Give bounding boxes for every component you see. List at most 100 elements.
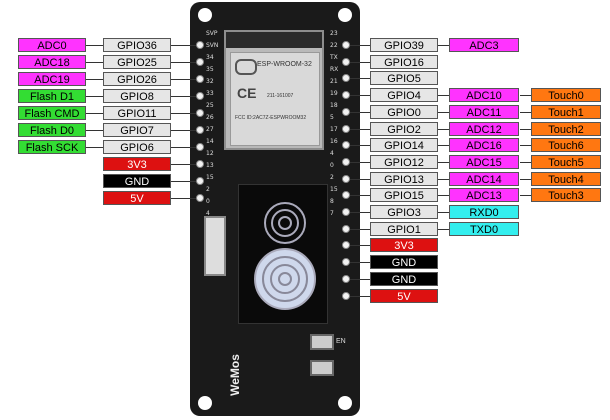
- pin-hole-icon: [342, 292, 350, 300]
- boot-button[interactable]: [310, 360, 334, 376]
- silk-left-2: 34: [206, 54, 214, 61]
- esp32-board: ESP-WROOM-32 CE FCC ID:2AC7Z-ESPWROOM32 …: [190, 2, 360, 416]
- pin-label-5v: 5V: [370, 289, 438, 303]
- silk-left-12: 15: [206, 174, 214, 181]
- connector-line: [86, 45, 103, 46]
- connector-line: [438, 129, 449, 130]
- pin-label-gpio16: GPIO16: [370, 55, 438, 69]
- silk-left-13: 2: [206, 186, 210, 193]
- esp-module: ESP-WROOM-32 CE FCC ID:2AC7Z-ESPWROOM32 …: [224, 30, 324, 150]
- connector-line: [438, 95, 449, 96]
- pin-hole-icon: [196, 58, 204, 66]
- pin-label-gpio39: GPIO39: [370, 38, 438, 52]
- reset-button[interactable]: [310, 334, 334, 350]
- silk-left-6: 25: [206, 102, 214, 109]
- pin-label-gnd: GND: [370, 255, 438, 269]
- connector-line: [86, 113, 103, 114]
- connector-line: [438, 112, 449, 113]
- connector-line: [86, 130, 103, 131]
- connector-line: [350, 129, 370, 130]
- pin-label-gpio15: GPIO15: [370, 188, 438, 202]
- silk-right-14: 8: [330, 198, 334, 205]
- en-label: EN: [336, 338, 346, 345]
- silk-left-5: 33: [206, 90, 214, 97]
- silk-right-10: 4: [330, 150, 334, 157]
- silk-right-6: 18: [330, 102, 338, 109]
- silk-left-10: 12: [206, 150, 214, 157]
- connector-line: [350, 212, 370, 213]
- pin-label-gpio26: GPIO26: [103, 72, 171, 86]
- silk-right-2: TX: [330, 54, 338, 61]
- pin-label-gpio5: GPIO5: [370, 71, 438, 85]
- connector-line: [350, 162, 370, 163]
- pin-hole-icon: [196, 160, 204, 168]
- func-label-touch2: Touch2: [531, 122, 601, 136]
- pin-hole-icon: [342, 158, 350, 166]
- connector-line: [86, 62, 103, 63]
- battery-connector: [204, 216, 226, 276]
- connector-line: [350, 45, 370, 46]
- pin-hole-icon: [342, 58, 350, 66]
- connector-line: [520, 195, 531, 196]
- pin-label-3v3: 3V3: [103, 157, 171, 171]
- wemos-logo-text: WeMos: [227, 354, 242, 396]
- pin-hole-icon: [342, 241, 350, 249]
- pin-hole-icon: [342, 258, 350, 266]
- pin-label-gpio4: GPIO4: [370, 88, 438, 102]
- connector-line: [438, 229, 449, 230]
- mount-hole-icon: [198, 396, 212, 410]
- silk-right-4: 21: [330, 78, 338, 85]
- oled-display: [238, 184, 328, 324]
- silk-left-15: 4: [206, 210, 210, 217]
- pin-label-gpio8: GPIO8: [103, 89, 171, 103]
- silk-right-1: 22: [330, 42, 338, 49]
- func-label-touch6: Touch6: [531, 138, 601, 152]
- func-label-touch1: Touch1: [531, 105, 601, 119]
- connector-line: [438, 45, 449, 46]
- silk-right-9: 16: [330, 138, 338, 145]
- func-label-touch0: Touch0: [531, 88, 601, 102]
- pin-label-gnd: GND: [370, 272, 438, 286]
- silk-right-15: 7: [330, 210, 334, 217]
- touch-pad-icon: [254, 202, 316, 310]
- func-label-touch4: Touch4: [531, 172, 601, 186]
- pin-label-gpio25: GPIO25: [103, 55, 171, 69]
- connector-line: [520, 112, 531, 113]
- pin-label-5v: 5V: [103, 191, 171, 205]
- silk-right-3: RX: [330, 66, 339, 73]
- connector-line: [520, 95, 531, 96]
- connector-line: [350, 195, 370, 196]
- wemos-logo: WeMos: [220, 340, 260, 400]
- connector-line: [86, 147, 103, 148]
- connector-line: [438, 195, 449, 196]
- connector-line: [520, 145, 531, 146]
- func-label-adc10: ADC10: [449, 88, 519, 102]
- silk-left-14: 0: [206, 198, 210, 205]
- connector-line: [171, 113, 199, 114]
- pin-hole-icon: [342, 175, 350, 183]
- connector-line: [350, 145, 370, 146]
- connector-line: [350, 245, 370, 246]
- pin-hole-icon: [342, 275, 350, 283]
- pin-hole-icon: [196, 143, 204, 151]
- func-label-adc19: ADC19: [18, 72, 86, 86]
- connector-line: [438, 212, 449, 213]
- pin-label-gpio11: GPIO11: [103, 106, 171, 120]
- connector-line: [171, 130, 199, 131]
- pin-label-gpio7: GPIO7: [103, 123, 171, 137]
- pin-hole-icon: [196, 177, 204, 185]
- ce-mark-icon: CE: [237, 85, 257, 101]
- func-label-adc0: ADC0: [18, 38, 86, 52]
- silk-left-7: 26: [206, 114, 214, 121]
- module-line-1: FCC ID:2AC7Z-ESPWROOM32: [235, 115, 307, 121]
- func-label-flash-d0: Flash D0: [18, 123, 86, 137]
- wifi-logo-icon: [235, 59, 257, 75]
- connector-line: [171, 45, 199, 46]
- silk-left-4: 32: [206, 78, 214, 85]
- silk-right-13: 15: [330, 186, 338, 193]
- pin-hole-icon: [342, 141, 350, 149]
- connector-line: [350, 62, 370, 63]
- func-label-touch3: Touch3: [531, 188, 601, 202]
- pin-hole-icon: [196, 109, 204, 117]
